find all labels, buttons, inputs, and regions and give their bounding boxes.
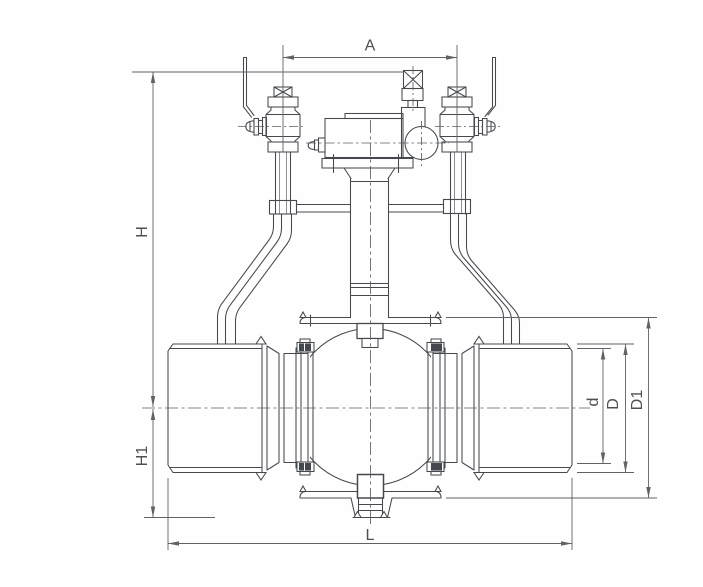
label-d: d (585, 398, 602, 407)
grease-pipe-right-bend (449, 212, 521, 345)
support-bracket (295, 203, 445, 213)
stem-extension-column (343, 167, 396, 319)
pipe-clamp-right (442, 198, 472, 215)
seat-springs (296, 338, 445, 476)
label-H1: H1 (134, 446, 151, 467)
worm-shaft-end (307, 137, 326, 153)
grease-valve-right (439, 56, 521, 345)
label-H: H (134, 226, 151, 238)
grease-valve-left (216, 56, 301, 345)
gearbox (307, 69, 439, 174)
handle-right (484, 56, 497, 118)
indicator-cross-icon (402, 69, 424, 90)
bottom-plate (299, 484, 442, 499)
drain-boss (350, 497, 393, 519)
label-D1: D1 (629, 390, 646, 411)
dimension-arrows (150, 55, 651, 546)
bonnet-plate (299, 310, 442, 327)
centerlines (142, 66, 590, 524)
label-D: D (605, 398, 622, 410)
label-A: A (365, 38, 376, 55)
handle-left (242, 56, 255, 118)
dimensions (132, 45, 657, 550)
stem-connector (356, 322, 384, 340)
weld-marks (255, 335, 485, 481)
pipe-end-right (478, 343, 573, 474)
label-L: L (366, 527, 375, 544)
stem-connector-lower (361, 337, 379, 349)
pipe-clamp-left (268, 199, 298, 215)
valve-structure (167, 56, 573, 519)
gearbox-flange (321, 157, 414, 169)
dimension-labels: A H H1 L d D D1 (134, 38, 646, 545)
grease-pipe-left-bend (216, 213, 293, 345)
grease-nipple-left (245, 116, 268, 137)
